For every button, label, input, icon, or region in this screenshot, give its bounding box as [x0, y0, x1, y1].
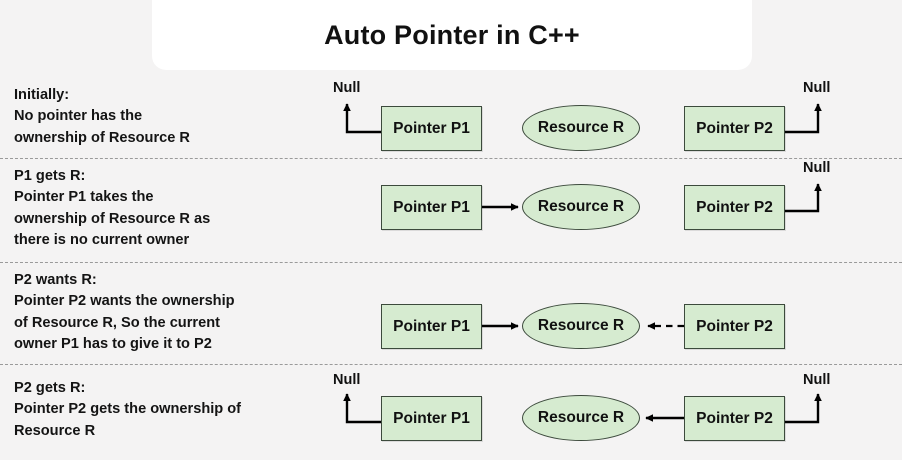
- node-pointer-p1-row4[interactable]: Pointer P1: [381, 396, 482, 441]
- node-resource-r-row1[interactable]: Resource R: [522, 105, 640, 151]
- null-label-p2-row2: Null: [803, 160, 831, 176]
- null-label-p1-row1: Null: [333, 80, 361, 96]
- row-body-p2-gets-r-line1: Pointer P2 gets the ownership of: [14, 401, 242, 418]
- row-heading-initially: Initially:: [14, 87, 70, 103]
- null-label-p2-row4: Null: [803, 372, 831, 388]
- null-label-p2-row1: Null: [803, 80, 831, 96]
- row-description-p2-gets-r: P2 gets R: Pointer P2 gets the ownership…: [14, 378, 324, 442]
- row-body-p2-wants-r-line3: owner P1 has to give it to P2: [14, 335, 212, 352]
- node-resource-r-row4[interactable]: Resource R: [522, 395, 640, 441]
- row-body-p2-wants-r-line1: Pointer P2 wants the ownership: [14, 293, 235, 310]
- node-pointer-p1-row1[interactable]: Pointer P1: [381, 106, 482, 151]
- arrow-p1-null-row1: [343, 103, 381, 134]
- row-body-p1-gets-r-line2: ownership of Resource R as: [14, 210, 211, 227]
- row-body-p2-gets-r-line2: Resource R: [14, 422, 96, 439]
- arrow-p2-null-row1: [785, 103, 822, 134]
- row-body-initially-line2: ownership of Resource R: [14, 129, 190, 146]
- row-heading-p2-gets-r: P2 gets R:: [14, 380, 86, 396]
- node-resource-r-row3[interactable]: Resource R: [522, 303, 640, 349]
- null-label-p1-row4: Null: [333, 372, 361, 388]
- row-description-initially: Initially: No pointer has the ownership …: [14, 85, 324, 149]
- node-pointer-p1-row2[interactable]: Pointer P1: [381, 185, 482, 230]
- row-separator-2: [0, 262, 902, 263]
- row-separator-1: [0, 158, 902, 159]
- row-description-p2-wants-r: P2 wants R: Pointer P2 wants the ownersh…: [14, 270, 324, 355]
- node-pointer-p2-row4[interactable]: Pointer P2: [684, 396, 785, 441]
- row-heading-p2-wants-r: P2 wants R:: [14, 272, 97, 288]
- row-body-p2-wants-r-line2: of Resource R, So the current: [14, 314, 220, 331]
- row-body-p1-gets-r-line1: Pointer P1 takes the: [14, 189, 154, 206]
- node-pointer-p2-row2[interactable]: Pointer P2: [684, 185, 785, 230]
- row-heading-p1-gets-r: P1 gets R:: [14, 168, 86, 184]
- node-pointer-p1-row3[interactable]: Pointer P1: [381, 304, 482, 349]
- node-pointer-p2-row1[interactable]: Pointer P2: [684, 106, 785, 151]
- row-body-initially-line1: No pointer has the: [14, 108, 143, 125]
- title-card: Auto Pointer in C++: [152, 0, 752, 70]
- node-pointer-p2-row3[interactable]: Pointer P2: [684, 304, 785, 349]
- node-resource-r-row2[interactable]: Resource R: [522, 184, 640, 230]
- arrow-p2-null-row4: [785, 393, 822, 424]
- arrow-p1-null-row4: [343, 393, 381, 424]
- page-title: Auto Pointer in C++: [324, 19, 580, 50]
- row-body-p1-gets-r-line3: there is no current owner: [14, 231, 190, 248]
- row-description-p1-gets-r: P1 gets R: Pointer P1 takes the ownershi…: [14, 166, 324, 251]
- row-separator-3: [0, 364, 902, 365]
- arrow-p2-null-row2: [785, 183, 822, 213]
